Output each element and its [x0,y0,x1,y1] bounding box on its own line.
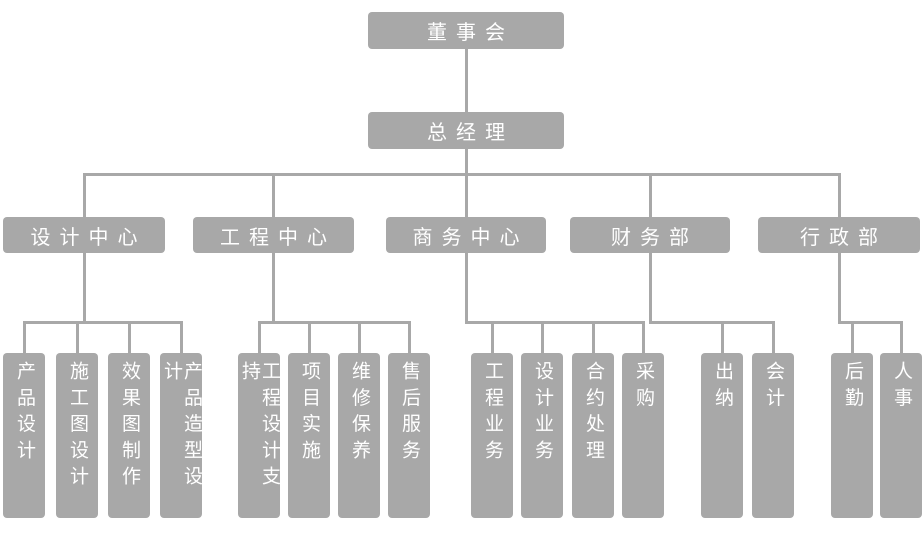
node-engineering-center: 工程中心 [193,217,354,253]
node-label: 商务中心 [412,224,529,249]
node-label: 总经理 [427,120,514,144]
node-label: 效果图制作 [118,361,141,493]
node-label: 产品设计 [13,361,36,466]
connector-line [837,321,903,324]
node-cashier: 出纳 [701,353,743,518]
connector-line [272,173,275,217]
node-label: 设计中心 [30,224,147,249]
connector-line [641,321,645,353]
node-finance-dept: 财务部 [570,217,730,253]
node-contract-processing: 合约处理 [572,353,614,518]
connector-line [75,321,79,353]
node-product-design: 产品设计 [3,353,45,518]
node-engineering-business: 工程业务 [471,353,513,518]
connector-line [720,321,724,353]
connector-line [540,321,544,353]
connector-line [850,321,854,353]
node-label: 产品造型设计 [161,361,203,493]
node-board-of-directors: 董事会 [368,12,564,49]
connector-line [648,173,652,217]
connector-line [490,321,494,353]
connector-line [307,321,311,353]
node-construction-drawing-design: 施工图设计 [56,353,98,518]
node-maintenance: 维修保养 [338,353,380,518]
node-label: 施工图设计 [66,361,89,493]
node-label: 工程业务 [481,361,504,466]
connector-line [257,321,411,324]
connector-line [357,321,361,353]
connector-line [22,321,183,324]
node-label: 设计业务 [531,361,554,466]
node-label: 行政部 [800,224,887,249]
node-procurement: 采购 [622,353,664,518]
node-label: 人事 [890,361,913,414]
node-business-center: 商务中心 [386,217,546,253]
node-rendering-production: 效果图制作 [108,353,150,518]
connector-line [648,253,652,321]
node-label: 后勤 [841,361,864,414]
node-label: 会计 [762,361,785,414]
node-label: 售后服务 [398,361,421,466]
connector-line [464,253,468,321]
connector-line [82,173,841,176]
node-label: 工程设计支持 [239,361,281,493]
connector-line [464,173,468,217]
node-label: 合约处理 [582,361,605,466]
connector-line [82,173,86,217]
node-design-business: 设计业务 [521,353,563,518]
node-label: 项目实施 [298,361,321,466]
node-label: 工程中心 [220,224,336,249]
node-engineering-design-support: 工程设计支持 [238,353,281,518]
node-label: 财务部 [611,224,698,249]
node-logistics: 后勤 [831,353,873,518]
node-label: 维修保养 [348,361,371,466]
connector-line [837,173,841,217]
node-admin-dept: 行政部 [758,217,920,253]
connector-line [464,49,468,112]
node-design-center: 设计中心 [3,217,165,253]
connector-line [899,321,903,353]
connector-line [771,321,775,353]
connector-line [22,321,26,353]
connector-line [591,321,595,353]
connector-line [464,149,468,173]
connector-line [257,321,261,353]
connector-line [407,321,411,353]
node-label: 出纳 [711,361,734,414]
node-general-manager: 总经理 [368,112,564,149]
node-personnel: 人事 [880,353,922,518]
connector-line [837,253,841,321]
node-accounting: 会计 [752,353,794,518]
node-product-styling-design: 产品造型设计 [160,353,203,518]
node-label: 董事会 [427,20,514,44]
connector-line [82,253,86,321]
connector-line [464,321,645,324]
node-after-sales-service: 售后服务 [388,353,430,518]
connector-line [272,253,275,321]
connector-line [127,321,131,353]
node-label: 采购 [632,361,655,414]
node-project-implementation: 项目实施 [288,353,330,518]
connector-line [648,321,775,324]
connector-line [179,321,183,353]
